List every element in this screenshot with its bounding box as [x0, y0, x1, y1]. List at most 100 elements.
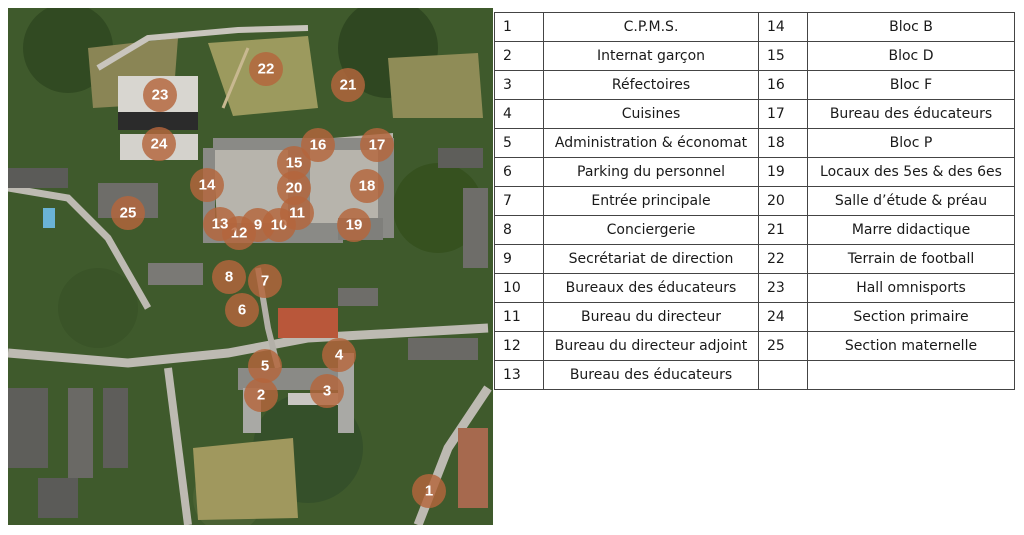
map-marker-label: 5: [261, 358, 269, 375]
legend-number: 14: [758, 12, 808, 42]
map-marker-6: 6: [225, 293, 259, 327]
legend-name: Salle d’étude & préau: [807, 186, 1015, 216]
legend-number: 10: [494, 273, 544, 303]
map-marker-4: 4: [322, 338, 356, 372]
map-marker-14: 14: [190, 168, 224, 202]
map-marker-circle: [277, 146, 311, 180]
legend-name: Bloc D: [807, 41, 1015, 71]
legend-number: 6: [494, 157, 544, 187]
legend-number: 11: [494, 302, 544, 332]
legend-number: 20: [758, 186, 808, 216]
map-marker-label: 20: [286, 180, 303, 197]
map-marker-label: 23: [152, 87, 169, 104]
legend-number: 9: [494, 244, 544, 274]
map-marker-label: 4: [335, 347, 344, 364]
legend-name: Bureau des éducateurs: [807, 99, 1015, 129]
map-marker-circle: [111, 196, 145, 230]
map-marker-label: 16: [310, 137, 327, 154]
map-marker-23: 23: [143, 78, 177, 112]
legend-name: Bureaux des éducateurs: [543, 273, 759, 303]
legend-number: 24: [758, 302, 808, 332]
map-marker-circle: [350, 169, 384, 203]
legend-number: 16: [758, 70, 808, 100]
map-marker-label: 2: [257, 387, 265, 404]
legend-number: 21: [758, 215, 808, 245]
legend-name: Internat garçon: [543, 41, 759, 71]
legend-name: Cuisines: [543, 99, 759, 129]
legend-number: 4: [494, 99, 544, 129]
legend-number: 17: [758, 99, 808, 129]
map-marker-label: 25: [120, 205, 137, 222]
legend-name: Terrain de football: [807, 244, 1015, 274]
legend-number: 13: [494, 360, 544, 390]
map-marker-21: 21: [331, 68, 365, 102]
legend-name: Entrée principale: [543, 186, 759, 216]
legend-number: 23: [758, 273, 808, 303]
map-marker-circle: [331, 68, 365, 102]
map-marker-circle: [190, 168, 224, 202]
map-marker-25: 25: [111, 196, 145, 230]
map-marker-circle: [244, 378, 278, 412]
map-marker-11: 11: [280, 196, 314, 230]
legend-name: Bureau du directeur adjoint: [543, 331, 759, 361]
map-marker-1: 1: [412, 474, 446, 508]
map-marker-circle: [360, 128, 394, 162]
map-marker-label: 14: [199, 177, 216, 194]
legend-number: 15: [758, 41, 808, 71]
map-marker-circle: [322, 338, 356, 372]
map-marker-circle: [248, 264, 282, 298]
legend-name: Secrétariat de direction: [543, 244, 759, 274]
legend-name: Bureau du directeur: [543, 302, 759, 332]
map-marker-label: 1: [425, 483, 433, 500]
map-marker-7: 7: [248, 264, 282, 298]
map-marker-circle: [142, 127, 176, 161]
legend-name: Bureau des éducateurs: [543, 360, 759, 390]
map-terrain: [8, 8, 493, 525]
legend-name: [807, 360, 1015, 390]
map-marker-label: 24: [151, 136, 168, 153]
map-marker-circle: [280, 196, 314, 230]
legend-name: Parking du personnel: [543, 157, 759, 187]
legend-name: Hall omnisports: [807, 273, 1015, 303]
legend-number: 1: [494, 12, 544, 42]
legend-name: Administration & économat: [543, 128, 759, 158]
map-marker-13: 13: [203, 207, 237, 241]
map-marker-circle: [225, 293, 259, 327]
legend-number: 3: [494, 70, 544, 100]
map-marker-circle: [248, 349, 282, 383]
legend-name: Conciergerie: [543, 215, 759, 245]
map-marker-circle: [337, 208, 371, 242]
map-marker-label: 15: [286, 155, 303, 172]
map-marker-17: 17: [360, 128, 394, 162]
legend-name: C.P.M.S.: [543, 12, 759, 42]
map-marker-5: 5: [248, 349, 282, 383]
map-marker-circle: [212, 260, 246, 294]
map-marker-3: 3: [310, 374, 344, 408]
map-marker-circle: [310, 374, 344, 408]
legend-number: 22: [758, 244, 808, 274]
legend-name: Locaux des 5es & des 6es: [807, 157, 1015, 187]
legend-name: Section maternelle: [807, 331, 1015, 361]
legend-number: 25: [758, 331, 808, 361]
map-marker-label: 22: [258, 61, 275, 78]
legend-name: Bloc P: [807, 128, 1015, 158]
map-marker-label: 6: [238, 302, 246, 319]
map-marker-circle: [412, 474, 446, 508]
map-marker-24: 24: [142, 127, 176, 161]
map-marker-circle: [143, 78, 177, 112]
legend-number: 8: [494, 215, 544, 245]
map-marker-circle: [203, 207, 237, 241]
map-marker-label: 9: [254, 217, 262, 234]
map-marker-circle: [277, 171, 311, 205]
